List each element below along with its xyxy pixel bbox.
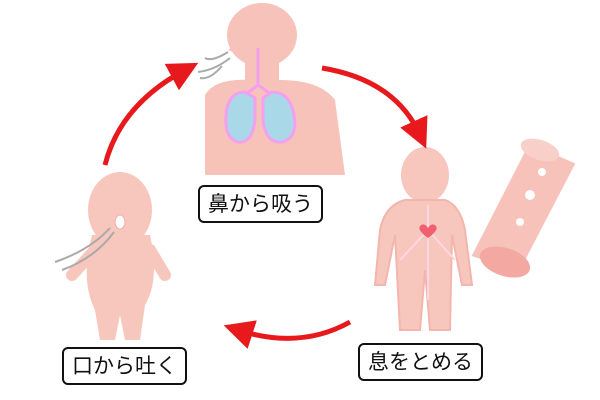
torso-lungs-figure (205, 3, 345, 175)
arrow-hold-to-exhale (223, 319, 352, 349)
lungs-icon (224, 48, 297, 144)
heart-icon (419, 224, 437, 238)
exhale-airflow-icon (54, 227, 115, 271)
step-inhale-label: 鼻から吸う (198, 185, 323, 223)
step-exhale-label: 口から吐く (62, 347, 187, 385)
exhaling-figure (66, 172, 171, 340)
blood-vessel-icon (471, 138, 576, 278)
arrow-inhale-to-hold (321, 65, 428, 149)
step-hold-label: 息をとめる (358, 343, 483, 381)
arrow-exhale-to-inhale (102, 62, 199, 166)
inhale-airflow-icon (197, 51, 231, 80)
standing-figure (373, 147, 474, 331)
